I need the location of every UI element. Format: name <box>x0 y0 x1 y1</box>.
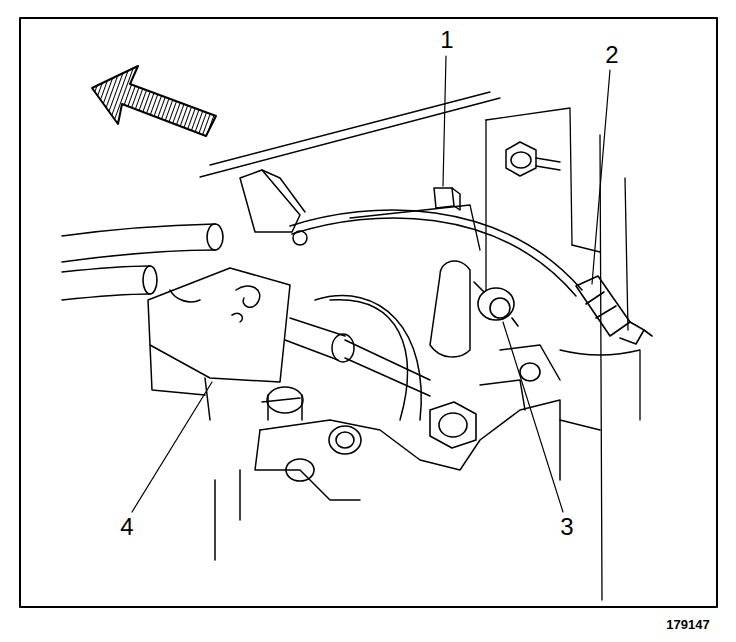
sensor-wire <box>292 218 576 296</box>
hose-clip <box>262 170 305 212</box>
hoses <box>143 266 157 294</box>
figure-number: 179147 <box>664 617 711 632</box>
nut-and-holes <box>329 426 361 454</box>
sensor-wire <box>290 210 582 296</box>
direction-arrow <box>92 66 216 136</box>
nut-and-holes <box>439 413 467 437</box>
shaft <box>332 334 354 362</box>
engine-panel <box>486 108 572 245</box>
callout-number: 1 <box>438 27 455 53</box>
hoses <box>62 224 223 302</box>
callout-number: 3 <box>558 514 575 540</box>
stud-bolt <box>474 282 518 326</box>
hoses <box>62 294 150 300</box>
nut-and-holes <box>520 363 540 381</box>
shaft <box>345 340 430 396</box>
engine-panel <box>572 245 600 252</box>
engine-panel <box>350 205 480 250</box>
wire-clip <box>434 188 460 210</box>
housing <box>500 345 560 380</box>
bolt <box>506 142 536 176</box>
sensor-wire <box>290 210 582 290</box>
bracket <box>232 313 242 322</box>
housing <box>430 261 470 357</box>
hoses <box>62 250 215 262</box>
bracket <box>236 286 260 307</box>
bracket <box>205 378 210 420</box>
wire-clip <box>434 188 454 208</box>
stud-bolt <box>490 298 510 318</box>
leader-lines <box>443 56 446 186</box>
leader-lines <box>132 56 610 512</box>
nut-and-holes <box>336 432 354 448</box>
sensor-connector <box>586 292 616 318</box>
engine-panel <box>200 92 640 600</box>
engine-panel <box>200 98 500 177</box>
leader-lines <box>132 382 212 512</box>
sensor-connector <box>644 330 652 336</box>
engine-panel <box>210 92 490 165</box>
leader-lines <box>503 322 563 512</box>
housing <box>215 470 240 560</box>
engine-panel <box>560 420 600 430</box>
nut-and-holes <box>286 459 314 481</box>
engine-panel <box>600 135 602 600</box>
sensor-connector <box>576 276 630 336</box>
stud-bolt <box>474 282 518 326</box>
hoses <box>207 224 223 250</box>
hose-clip <box>240 170 300 232</box>
housing <box>315 296 421 420</box>
stud-bolt <box>478 288 514 320</box>
hoses <box>62 224 215 236</box>
shaft <box>262 318 430 420</box>
housing <box>260 400 560 480</box>
leader-lines <box>592 70 610 284</box>
sensor-connector <box>620 322 644 344</box>
wire-clip <box>452 188 460 210</box>
hose-clip <box>240 170 307 245</box>
shaft <box>290 318 345 336</box>
bracket <box>148 268 290 382</box>
frame <box>20 18 717 607</box>
housing <box>330 300 407 420</box>
shaft <box>268 395 302 420</box>
callout-number: 4 <box>118 514 135 540</box>
hoses <box>62 266 150 272</box>
housing <box>480 380 525 410</box>
engine-panel <box>485 120 486 290</box>
sensor-connector <box>576 276 652 344</box>
engine-panel <box>560 350 640 420</box>
shaft <box>267 387 303 413</box>
shaft <box>285 340 338 360</box>
housing <box>255 430 360 500</box>
callout-number: 2 <box>603 42 620 68</box>
bolt <box>536 158 560 170</box>
line-art <box>20 18 717 607</box>
engine-panel <box>625 178 628 330</box>
bolt <box>511 152 531 168</box>
housing <box>215 261 560 560</box>
nut-and-holes <box>430 402 476 448</box>
bolt <box>506 142 560 176</box>
hoses <box>170 290 200 302</box>
nut-and-holes <box>286 363 540 481</box>
bracket <box>150 345 205 395</box>
